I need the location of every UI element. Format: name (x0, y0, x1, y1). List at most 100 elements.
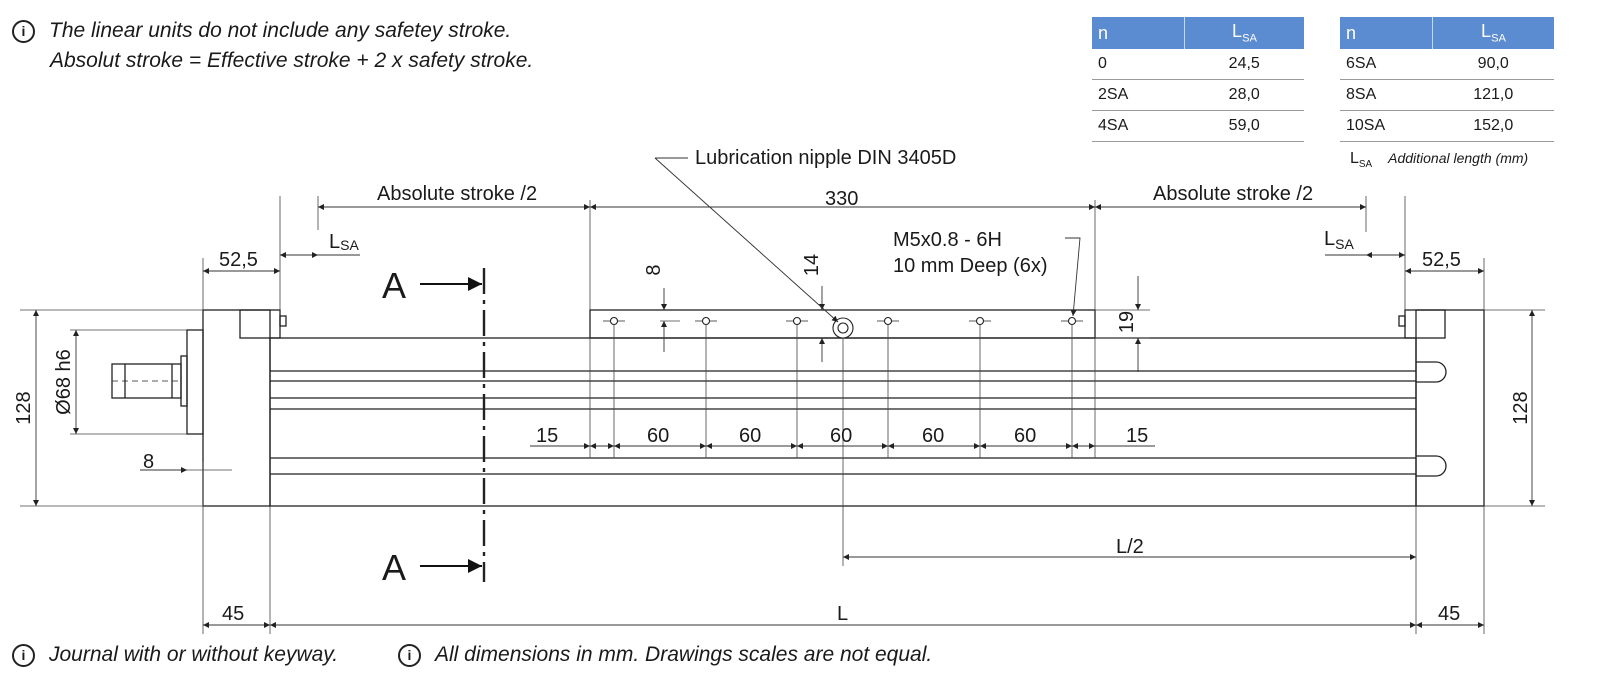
legend-symbol-sub: SA (1358, 159, 1373, 171)
left-end-block (202, 309, 271, 507)
column-header-n: n (1340, 17, 1433, 49)
dim-330-label: 330 (825, 188, 858, 210)
dim-52-5-label-left: 52,5 (219, 249, 258, 271)
dim-52-5-label-right: 52,5 (1422, 249, 1461, 271)
journal-note-text: Journal with or without keyway. (49, 643, 339, 666)
mounting-hole (603, 316, 625, 326)
info-icon: i (12, 644, 35, 667)
lsa-main: L (329, 231, 340, 253)
dim-45-label-left: 45 (222, 603, 244, 625)
dim-l-label: L (837, 603, 848, 625)
legend-text: Additional length (mm) (1388, 150, 1529, 166)
unit-body (111, 309, 1485, 507)
lsa-main: L (1324, 228, 1335, 250)
dim-128-label-right: 128 (1510, 391, 1532, 424)
lsa-label: L (1232, 21, 1243, 42)
legend-symbol: LSA (1350, 150, 1373, 171)
safety-note-line2: Absolut stroke = Effective stroke + 2 x … (50, 49, 534, 72)
thread-leader (1065, 237, 1081, 317)
abs-stroke-label-left: Absolute stroke /2 (377, 183, 537, 205)
cell-n: 2SA (1092, 79, 1185, 111)
cell-lsa: 28,0 (1184, 79, 1304, 111)
table-header-row: n LSA (1340, 17, 1554, 49)
cell-n: 4SA (1092, 110, 1185, 142)
cell-n: 6SA (1340, 49, 1433, 80)
dim-60-label: 60 (1014, 425, 1036, 447)
cell-lsa: 24,5 (1184, 49, 1304, 80)
mounting-hole (786, 316, 808, 326)
dimensions-note-text: All dimensions in mm. Drawings scales ar… (435, 643, 933, 666)
dim-60-label: 60 (647, 425, 669, 447)
cell-lsa: 90,0 (1432, 49, 1554, 80)
dimension-labels: Lubrication nipple DIN 3405D Absolute st… (13, 147, 1532, 625)
lsa-legend: LSA Additional length (mm) (1350, 150, 1528, 170)
journal-note: i Journal with or without keyway. (12, 640, 338, 670)
dim-8-label: 8 (643, 264, 665, 275)
cell-n: 0 (1092, 49, 1185, 80)
dim-8-flange-label: 8 (143, 451, 154, 473)
column-header-n: n (1092, 17, 1185, 49)
lsa-label-left: LSA (329, 231, 359, 253)
dim-128-label-left: 128 (13, 391, 35, 424)
lubrication-leader (654, 157, 839, 323)
dim-15-label-left: 15 (536, 425, 558, 447)
lsa-label-right: LSA (1324, 228, 1354, 252)
left-block-step (239, 309, 281, 339)
thread-label-line2: 10 mm Deep (6x) (893, 255, 1048, 277)
dim-14-label: 14 (801, 254, 823, 276)
info-icon: i (12, 20, 35, 43)
safety-note-line1: The linear units do not include any safe… (49, 19, 512, 42)
info-icon: i (398, 644, 421, 667)
thread-label-line1: M5x0.8 - 6H (893, 229, 1002, 251)
section-label-bottom: A (382, 547, 406, 588)
dim-15-label-right: 15 (1126, 425, 1148, 447)
lsa-sub: SA (340, 237, 359, 253)
mounting-hole (969, 316, 991, 326)
cell-lsa: 152,0 (1432, 110, 1554, 142)
cell-lsa: 59,0 (1184, 110, 1304, 142)
lsa-subscript: SA (1491, 32, 1506, 45)
dimension-lines (33, 157, 1535, 628)
right-block-step (1404, 309, 1446, 339)
safety-stroke-note: i The linear units do not include any saf… (12, 16, 533, 76)
motor-flange (186, 329, 204, 435)
lubrication-nipple (832, 317, 854, 339)
section-label-top: A (382, 265, 406, 306)
column-header-lsa: LSA (1432, 17, 1554, 49)
dim-l-half-label: L/2 (1116, 536, 1144, 558)
cell-n: 10SA (1340, 110, 1433, 142)
column-header-lsa: LSA (1184, 17, 1304, 49)
mounting-holes (603, 316, 1083, 339)
dim-60-label: 60 (830, 425, 852, 447)
table-header-row: n LSA (1092, 17, 1304, 49)
dimensions-note: i All dimensions in mm. Drawings scales a… (398, 640, 932, 670)
mounting-hole (877, 316, 899, 326)
lsa-sub: SA (1335, 236, 1354, 252)
dim-45-label-right: 45 (1438, 603, 1460, 625)
right-pin-lower (1416, 455, 1447, 477)
lubrication-label: Lubrication nipple DIN 3405D (695, 147, 956, 169)
dim-60-label: 60 (922, 425, 944, 447)
left-lubrication-stud (279, 315, 287, 327)
dim-60-label: 60 (739, 425, 761, 447)
lsa-label: L (1481, 21, 1492, 42)
legend-symbol-main: L (1350, 150, 1359, 167)
right-lubrication-stud (1398, 315, 1406, 327)
mounting-hole (1061, 316, 1083, 326)
right-pin-upper (1416, 361, 1447, 383)
cell-n: 8SA (1340, 79, 1433, 111)
cell-lsa: 121,0 (1432, 79, 1554, 111)
dim-19-label: 19 (1116, 311, 1138, 333)
dim-shaft-label: Ø68 h6 (53, 349, 75, 415)
abs-stroke-label-right: Absolute stroke /2 (1153, 183, 1313, 205)
lsa-subscript: SA (1242, 32, 1257, 45)
